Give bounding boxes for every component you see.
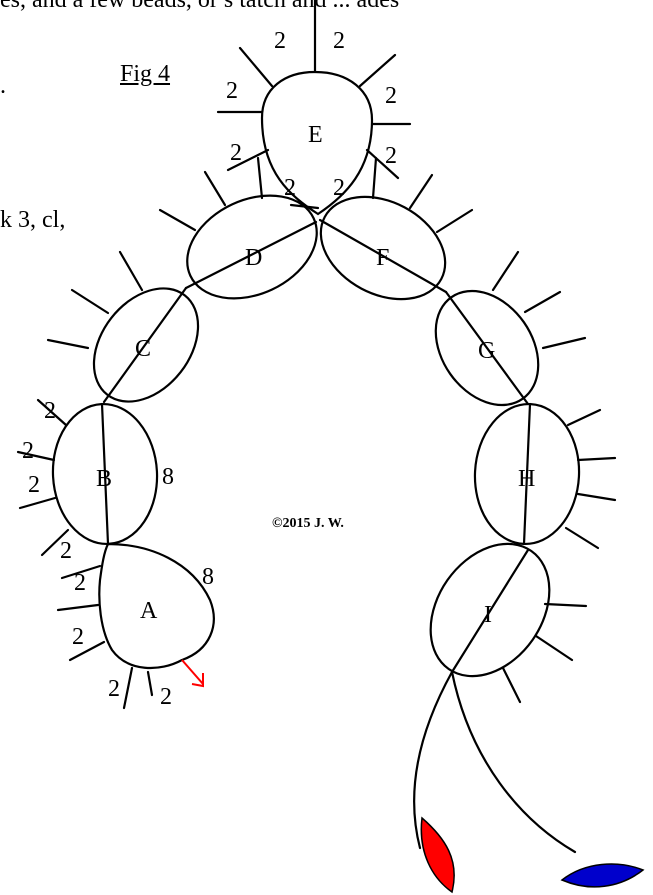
thread-left [413, 670, 454, 850]
stitch-count: 2 [385, 83, 397, 109]
ring-g-axis [444, 290, 530, 406]
ring-label-c: C [135, 336, 151, 362]
ring-f [319, 195, 447, 301]
ring-f-axis [318, 218, 448, 294]
stitch-count: 2 [284, 175, 296, 201]
ring-b-axis [100, 402, 110, 546]
ring-g [434, 289, 540, 407]
top-text-fragment: es, and a few beads, or s tatch and ... … [0, 0, 400, 13]
picot [534, 634, 574, 662]
picot [371, 156, 378, 200]
thread-right [450, 670, 577, 854]
picot [491, 250, 520, 292]
shuttle-blue [560, 863, 645, 888]
picot [523, 290, 562, 314]
picot [46, 338, 90, 350]
picot [60, 564, 102, 580]
stitch-count: 2 [28, 472, 40, 498]
ring-h-axis [522, 402, 532, 546]
ring-label-e: E [308, 122, 323, 148]
stitch-count: 2 [226, 78, 238, 104]
picot [238, 46, 274, 88]
picot [576, 456, 617, 462]
figure-title: Fig 4 [120, 61, 171, 87]
picot [68, 640, 106, 662]
picot [146, 670, 154, 697]
ring-i-axis [450, 548, 530, 674]
picot [435, 208, 474, 234]
picot [256, 156, 264, 200]
stitch-count: 2 [72, 624, 84, 650]
stitch-count: 8 [202, 564, 214, 590]
picot [576, 492, 617, 502]
picot [40, 528, 70, 557]
picot [541, 336, 587, 350]
ring-label-f: F [376, 245, 389, 271]
stitch-count: 2 [74, 570, 86, 596]
ring-d [186, 194, 318, 300]
stitch-count: 2 [108, 676, 120, 702]
shuttle-red [420, 816, 455, 894]
picot [358, 53, 397, 88]
stitch-count: 2 [60, 538, 72, 564]
picot [365, 148, 400, 180]
stitch-count: 2 [274, 28, 286, 54]
ring-label-a: A [140, 598, 158, 624]
side-text-fragment-2: k 3, cl, [0, 207, 66, 233]
ring-c [92, 287, 200, 403]
stitch-count: 2 [230, 140, 242, 166]
picot [70, 288, 110, 315]
stitch-count: 2 [22, 438, 34, 464]
stitch-count: 2 [44, 398, 56, 424]
ring-label-i: I [484, 602, 492, 628]
picot [18, 496, 57, 510]
picot [501, 666, 522, 704]
picot [118, 250, 144, 292]
stitch-count: 8 [162, 464, 174, 490]
picot [566, 408, 602, 427]
stitch-count: 2 [385, 143, 397, 169]
picot [289, 203, 320, 210]
picot [158, 208, 197, 232]
ring-i [429, 542, 551, 678]
ring-label-d: D [245, 245, 262, 271]
picot [564, 526, 600, 550]
picot [408, 173, 434, 210]
side-text-fragment-1: . [0, 73, 6, 99]
picot [122, 666, 134, 710]
picot [36, 398, 68, 427]
picot [226, 148, 270, 172]
direction-arrow [181, 659, 204, 688]
ring-label-h: H [518, 466, 535, 492]
picot [543, 602, 588, 608]
picot [56, 603, 100, 612]
copyright-notice: ©2015 J. W. [272, 516, 344, 531]
picot [203, 170, 227, 207]
ring-d-axis [184, 220, 318, 290]
ring-label-b: B [96, 466, 112, 492]
ring-label-g: G [478, 338, 495, 364]
picot [16, 450, 56, 462]
ring-c-axis [102, 286, 188, 404]
stitch-count: 2 [333, 175, 345, 201]
stitch-count: 2 [333, 28, 345, 54]
ring-a [98, 542, 215, 670]
stitch-count: 2 [160, 684, 172, 710]
